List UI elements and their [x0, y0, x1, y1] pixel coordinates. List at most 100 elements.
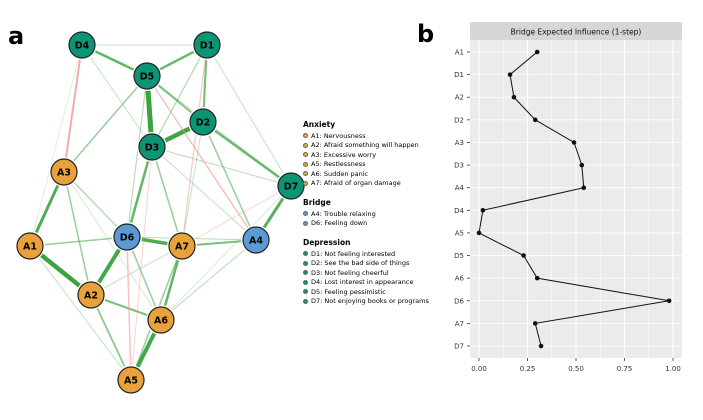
- data-point-D2: [532, 117, 538, 123]
- network-node-D1: D1: [192, 30, 222, 60]
- data-point-D6: [666, 298, 672, 304]
- legend-item-label: D5: Feeling pessimistic: [311, 287, 386, 296]
- data-point-D4: [480, 208, 486, 213]
- node-label: A5: [124, 376, 138, 387]
- network-edge-D4-A3: [63, 44, 83, 173]
- legend-group-title: Depression: [303, 238, 351, 247]
- network-edge-A3-D6: [63, 171, 128, 238]
- legend-item-label: D4: Lost interest in appearance: [311, 278, 414, 287]
- network-edge-D5-D7: [146, 75, 292, 187]
- y-tick-label-D7: D7: [454, 343, 464, 351]
- network-edge-D5-D6: [126, 75, 148, 238]
- legend-dot-icon: [303, 142, 308, 148]
- network-node-A7: A7: [167, 231, 197, 261]
- node-circle: [189, 108, 217, 136]
- legend-item-A3: A3: Excessive worry: [303, 150, 419, 160]
- node-circle: [68, 31, 96, 59]
- y-tick-label-D6: D6: [454, 297, 464, 305]
- legend-item-label: D3: Not feeling cheerful: [311, 268, 389, 277]
- node-circle: [242, 226, 270, 254]
- network-edge-D4-D3: [81, 44, 153, 148]
- legend-item-A6: A6: Sudden panic: [303, 169, 419, 179]
- network-edge-D7-A6: [160, 185, 292, 321]
- network-node-A6: A6: [146, 305, 176, 335]
- legend-item-label: A4: Trouble relaxing: [311, 209, 376, 218]
- y-tick-label-A1: A1: [455, 49, 464, 57]
- legend-dot-icon: [303, 251, 308, 257]
- legend-dot-icon: [303, 211, 308, 217]
- network-edge-A3-A2: [63, 171, 92, 296]
- node-circle: [133, 62, 161, 90]
- network-node-D2: D2: [188, 107, 218, 137]
- data-point-D5: [521, 253, 526, 258]
- network-edge-A5-D3: [130, 146, 153, 381]
- plot-title-strip: [470, 22, 682, 40]
- network-edge-A1-D6: [29, 236, 128, 247]
- data-point-A3: [571, 140, 577, 145]
- plot-title: Bridge Expected Influence (1-step): [511, 28, 642, 37]
- data-point-D3: [579, 162, 585, 168]
- node-circle: [113, 223, 141, 251]
- legend-item-label: A6: Sudden panic: [311, 169, 369, 178]
- legend-dot-icon: [303, 161, 308, 167]
- network-edge-D2-A4: [202, 121, 257, 241]
- legend-item-label: A1: Nervousness: [311, 131, 366, 140]
- network-edge-D5-A4: [146, 75, 257, 241]
- node-label: D2: [196, 118, 211, 129]
- legend-item-label: A2: Afraid something will happen: [311, 141, 419, 150]
- y-tick-label-D2: D2: [454, 116, 464, 124]
- node-circle: [16, 232, 44, 260]
- legend-item-A7: A7: Afraid of organ damage: [303, 179, 419, 189]
- node-circle: [138, 133, 166, 161]
- network-edge-A3-D5: [63, 75, 148, 173]
- node-label: D6: [120, 233, 135, 244]
- node-circle: [50, 158, 78, 186]
- legend-item-D1: D1: Not feeling interested: [303, 249, 419, 259]
- data-point-A5: [476, 230, 482, 236]
- network-node-D3: D3: [137, 132, 167, 162]
- legend-item-A4: A4: Trouble relaxing: [303, 209, 419, 219]
- legend-dot-icon: [303, 279, 308, 285]
- network-node-A1: A1: [15, 231, 45, 261]
- legend-item-label: A3: Excessive worry: [311, 150, 377, 159]
- legend-dot-icon: [303, 152, 308, 158]
- x-tick-label: 0.25: [520, 365, 536, 373]
- y-tick-label-D5: D5: [454, 252, 464, 260]
- x-tick-label: 0.00: [471, 365, 487, 373]
- legend-dot-icon: [303, 289, 308, 295]
- y-tick-label-A3: A3: [455, 139, 464, 147]
- network-edge-A5-D6: [126, 236, 132, 381]
- network-edge-D3-A7: [151, 146, 183, 247]
- legend-dot-icon: [303, 171, 308, 177]
- network-node-D4: D4: [67, 30, 97, 60]
- network-node-A5: A5: [116, 365, 146, 395]
- network-edge-A2-A5: [90, 294, 132, 381]
- legend-item-D5: D5: Feeling pessimistic: [303, 287, 419, 297]
- node-label: A1: [23, 242, 37, 253]
- network-edge-D1-D7: [206, 44, 292, 187]
- node-label: A3: [57, 168, 71, 179]
- network-edge-D3-D7: [151, 146, 292, 187]
- data-line: [478, 51, 670, 347]
- data-point-A2: [511, 94, 517, 100]
- legend-item-D6: D6: Feeling down: [303, 219, 419, 229]
- x-tick-label: 0.75: [617, 365, 633, 373]
- legend-item-label: D7: Not enjoying books or programs: [311, 297, 429, 306]
- network-edge-D7-A7: [181, 185, 292, 247]
- legend-item-D3: D3: Not feeling cheerful: [303, 268, 419, 278]
- network-edge-A2-A7: [90, 245, 183, 296]
- y-tick-label-A6: A6: [455, 275, 465, 283]
- panel-a-label: a: [8, 22, 25, 50]
- node-label: D3: [145, 143, 160, 154]
- y-tick-label-D1: D1: [454, 71, 464, 79]
- network-edge-D2-A7: [181, 121, 204, 247]
- legend-item-label: A7: Afraid of organ damage: [311, 179, 401, 188]
- y-tick-label-A2: A2: [455, 94, 464, 102]
- data-point-D7: [538, 343, 544, 349]
- node-label: A2: [84, 291, 98, 302]
- node-circle: [77, 281, 105, 309]
- data-point-A4: [581, 185, 587, 190]
- node-label: D1: [200, 41, 215, 52]
